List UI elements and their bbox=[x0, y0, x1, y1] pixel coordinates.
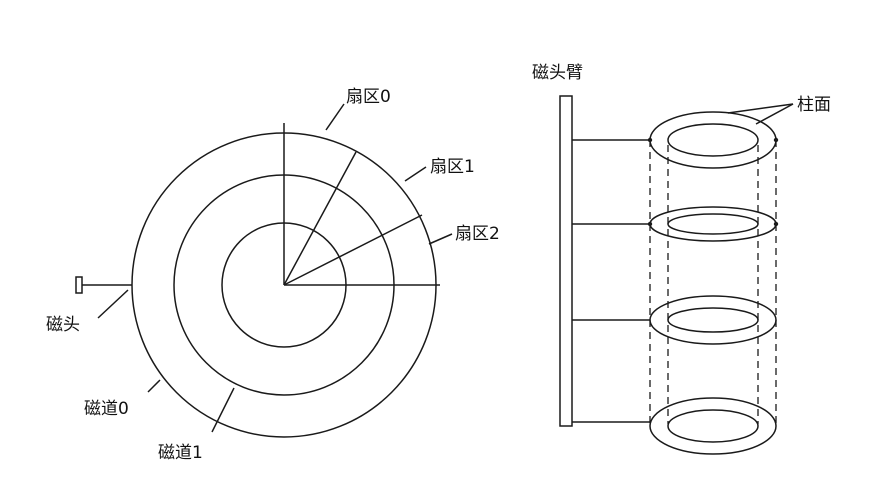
sector-1-leader bbox=[404, 166, 427, 182]
track-0-leader bbox=[147, 379, 161, 393]
platter-4-inner bbox=[667, 409, 759, 443]
platter-4-outer bbox=[649, 397, 777, 455]
label-track-0: 磁道0 bbox=[84, 399, 129, 419]
sector-1-boundary bbox=[283, 151, 357, 286]
label-cylinder: 柱面 bbox=[797, 95, 831, 115]
cylinder-leader-1 bbox=[727, 103, 794, 114]
platter-3-outer bbox=[649, 295, 777, 345]
head-arm-bar bbox=[559, 95, 573, 427]
head-dot-2-right bbox=[773, 221, 779, 227]
platter-3-inner bbox=[667, 307, 759, 333]
head-leader bbox=[97, 289, 129, 319]
head-dot-1-right bbox=[773, 137, 779, 143]
head-dot-1-left bbox=[647, 137, 653, 143]
label-track-1: 磁道1 bbox=[158, 443, 203, 463]
platter-1-inner bbox=[667, 123, 759, 157]
platter-1-outer bbox=[649, 111, 777, 169]
label-sector-2: 扇区2 bbox=[455, 224, 500, 244]
label-head-arm: 磁头臂 bbox=[532, 63, 583, 83]
cylinder-assembly: 磁头臂 柱面 bbox=[532, 63, 831, 455]
platter-2-inner bbox=[667, 213, 759, 235]
head-dot-2-left bbox=[647, 221, 653, 227]
cylinder-leader-2 bbox=[755, 103, 794, 125]
sector-2-boundary bbox=[283, 214, 423, 286]
track-1-leader bbox=[211, 387, 235, 433]
disk-platter: 扇区0 扇区1 扇区2 磁头 磁道0 磁道1 bbox=[46, 87, 500, 463]
label-sector-0: 扇区0 bbox=[346, 87, 391, 107]
label-sector-1: 扇区1 bbox=[430, 157, 475, 177]
platter-2-outer bbox=[649, 206, 777, 242]
sector-0-leader bbox=[325, 103, 345, 131]
label-head: 磁头 bbox=[46, 315, 80, 335]
head-icon bbox=[75, 276, 83, 294]
sector-2-leader bbox=[428, 233, 453, 245]
